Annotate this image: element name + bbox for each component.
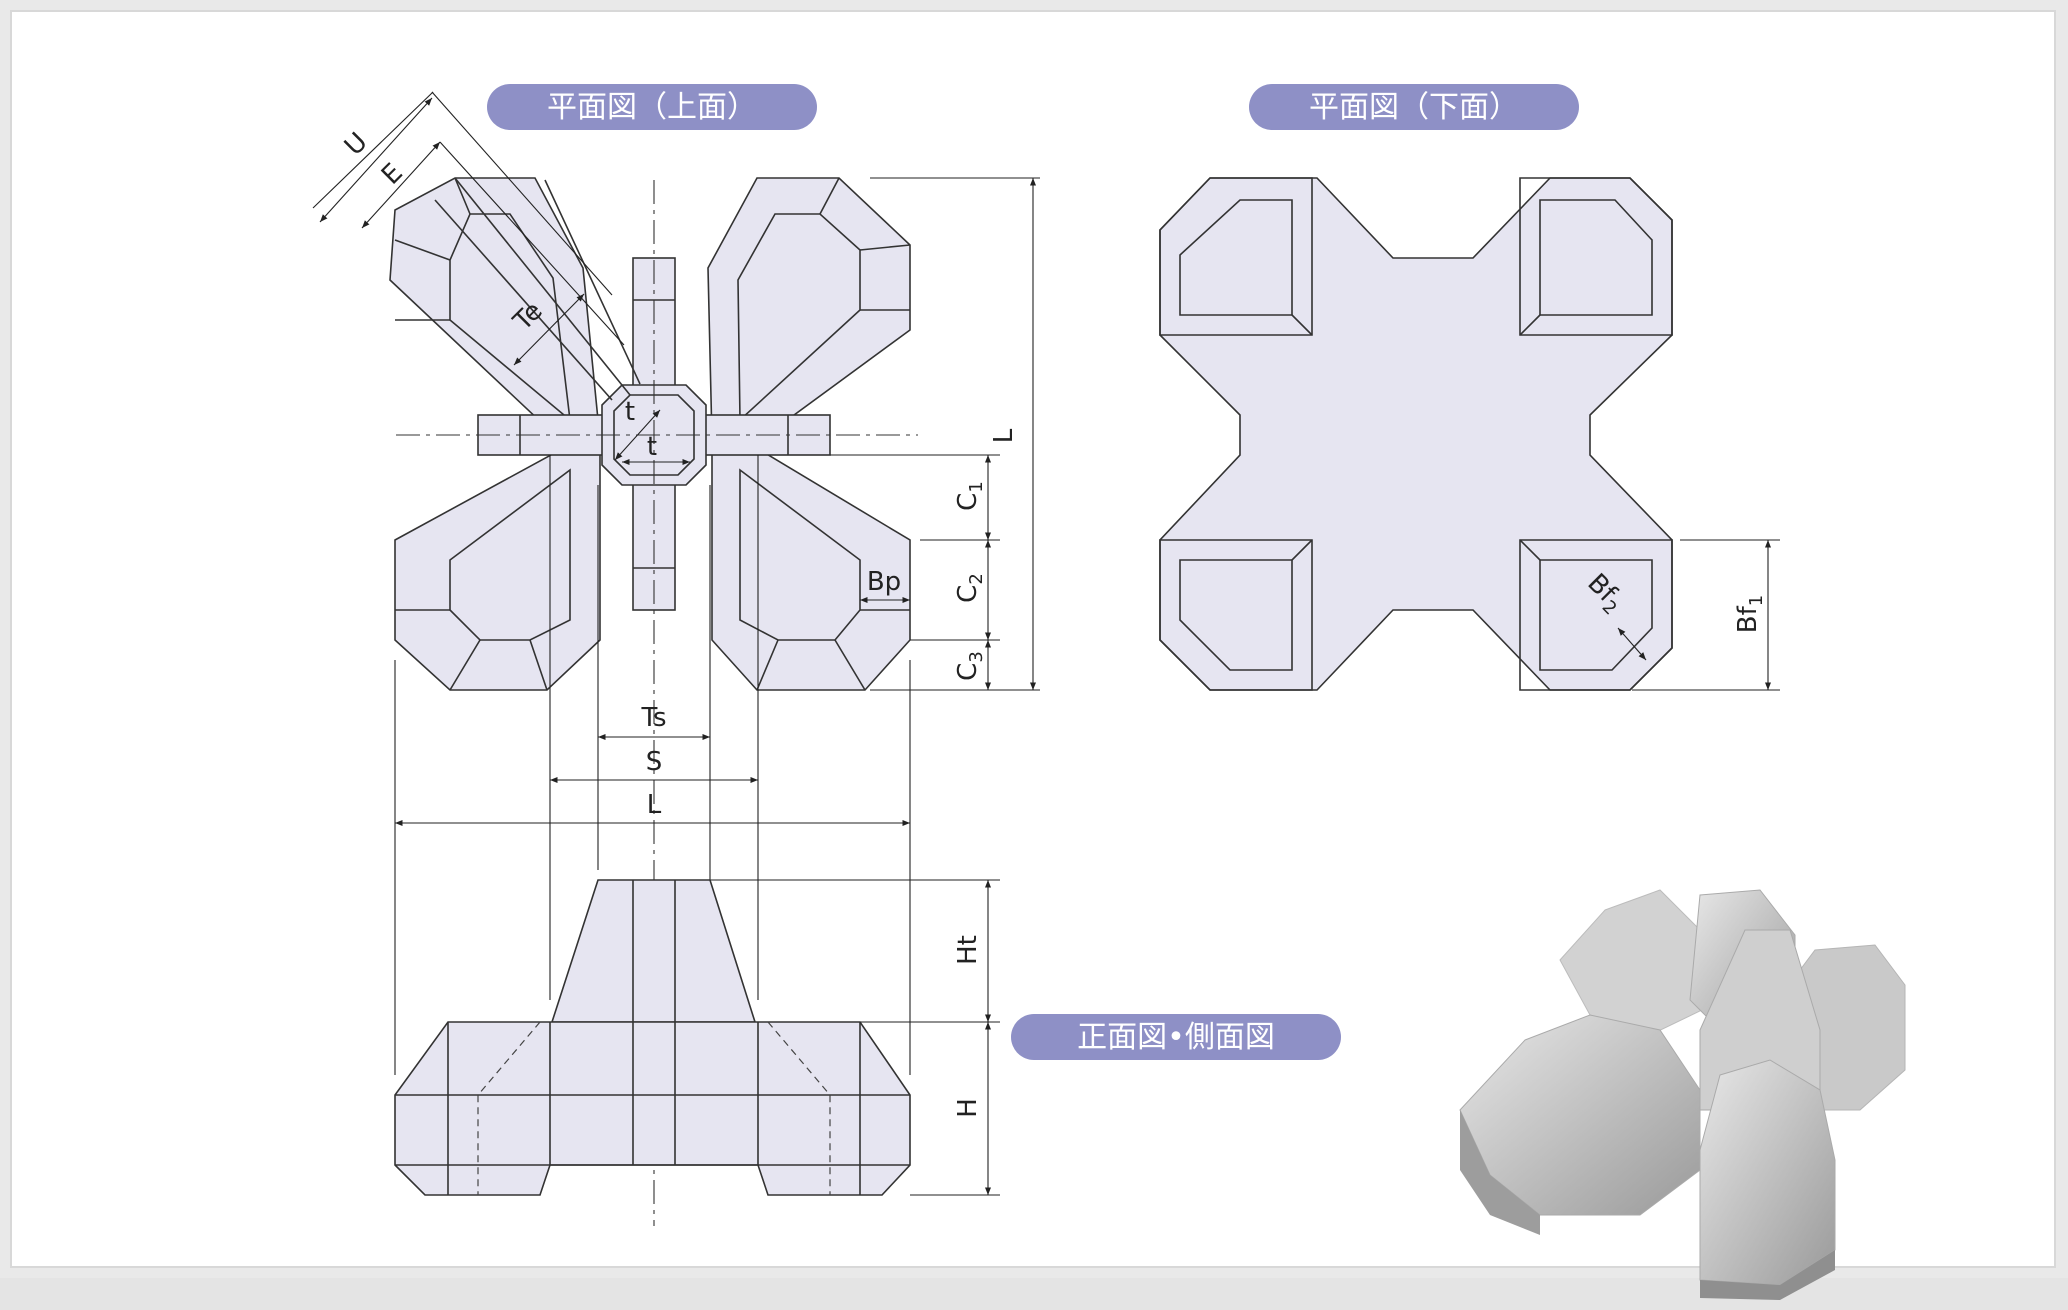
svg-text:Bf1: Bf1 — [1733, 595, 1767, 633]
dim-C1: C — [953, 493, 983, 511]
front-tower — [550, 879, 757, 1023]
dim-C1-sub: 1 — [966, 481, 987, 492]
front-side-title: 正面図•側面図 — [1077, 1020, 1275, 1055]
dim-C2-sub: 2 — [966, 573, 987, 584]
dim-Bp: Bp — [867, 567, 901, 597]
dim-L-horizontal: L — [647, 790, 662, 820]
svg-text:C2: C2 — [953, 573, 987, 603]
dim-t-1: t — [625, 397, 635, 427]
bottom-plan-view: Bf1 Bf2 — [1159, 177, 1780, 691]
block-3d-illustration — [1459, 889, 1906, 1300]
svg-text:C3: C3 — [953, 651, 987, 681]
bottom-plan-title: 平面図（下面） — [1309, 90, 1519, 125]
dim-C2: C — [953, 585, 983, 603]
dim-C3: C — [953, 663, 983, 681]
dim-U: U — [339, 127, 374, 162]
dim-C3-sub: 3 — [966, 651, 987, 662]
top-plan-title: 平面図（上面） — [547, 90, 757, 125]
front-base — [394, 1021, 911, 1196]
dim-L-vertical: L — [989, 428, 1019, 443]
top-plan-dimensions: U E Te t t L C1 C2 C3 Bp — [312, 91, 1040, 1075]
dim-Ts: Ts — [640, 703, 666, 733]
dim-Bf1: Bf — [1733, 605, 1763, 633]
bottom-plan-title-pill: 平面図（下面） — [1249, 84, 1579, 130]
front-side-title-pill: 正面図•側面図 — [1011, 1014, 1341, 1060]
svg-text:C1: C1 — [953, 481, 987, 511]
dim-H: H — [953, 1098, 983, 1118]
dim-Bf1-sub: 1 — [1746, 595, 1767, 606]
front-side-view: Ht H — [394, 879, 1000, 1196]
dim-Ht: Ht — [953, 935, 983, 965]
bottom-plan-outline — [1159, 177, 1673, 691]
dim-E: E — [376, 158, 409, 191]
arm-bottom-right — [711, 449, 911, 691]
dim-t-2: t — [647, 432, 657, 462]
dim-S: S — [646, 747, 663, 777]
top-plan-title-pill: 平面図（上面） — [487, 84, 817, 130]
